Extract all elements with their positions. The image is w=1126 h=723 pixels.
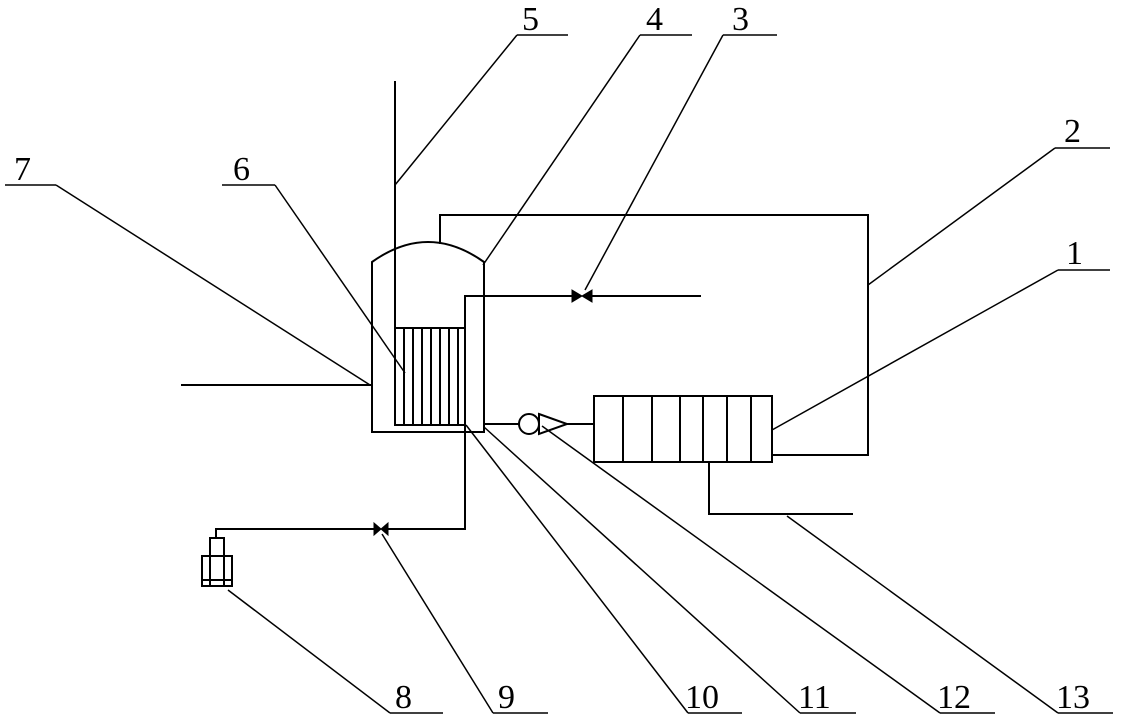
label-1: 1 [1066, 235, 1083, 272]
vessel [371, 241, 485, 433]
label-2: 2 [1064, 113, 1081, 150]
bottom-line-9 [215, 424, 466, 539]
label-3: 3 [732, 1, 749, 38]
pump-line [483, 412, 595, 436]
drain-pipe [708, 461, 853, 515]
label-7: 7 [14, 151, 31, 188]
label-5: 5 [522, 1, 539, 38]
label-13: 13 [1056, 679, 1090, 716]
pump-arrow [538, 412, 570, 436]
heat-exchanger-body [593, 395, 773, 463]
valve-9-right [380, 521, 389, 537]
valve-3-right [581, 289, 593, 303]
label-10: 10 [685, 679, 719, 716]
motor [201, 537, 233, 587]
return-pipe [439, 214, 869, 456]
pump-circle [518, 413, 540, 435]
number-labels: 1 2 3 4 5 6 7 8 9 10 11 12 13 [14, 1, 1090, 716]
label-11: 11 [798, 679, 831, 716]
heat-exchanger [593, 395, 773, 463]
label-4: 4 [646, 1, 663, 38]
label-9: 9 [498, 679, 515, 716]
leader-lines [5, 34, 1113, 714]
vessel-body [371, 241, 485, 433]
tube-bundle [394, 327, 466, 426]
label-6: 6 [233, 151, 250, 188]
outlet-line-3 [464, 289, 701, 426]
label-12: 12 [937, 679, 971, 716]
valve-3-left [571, 289, 583, 303]
label-8: 8 [395, 679, 412, 716]
valve-9-left [373, 521, 382, 537]
